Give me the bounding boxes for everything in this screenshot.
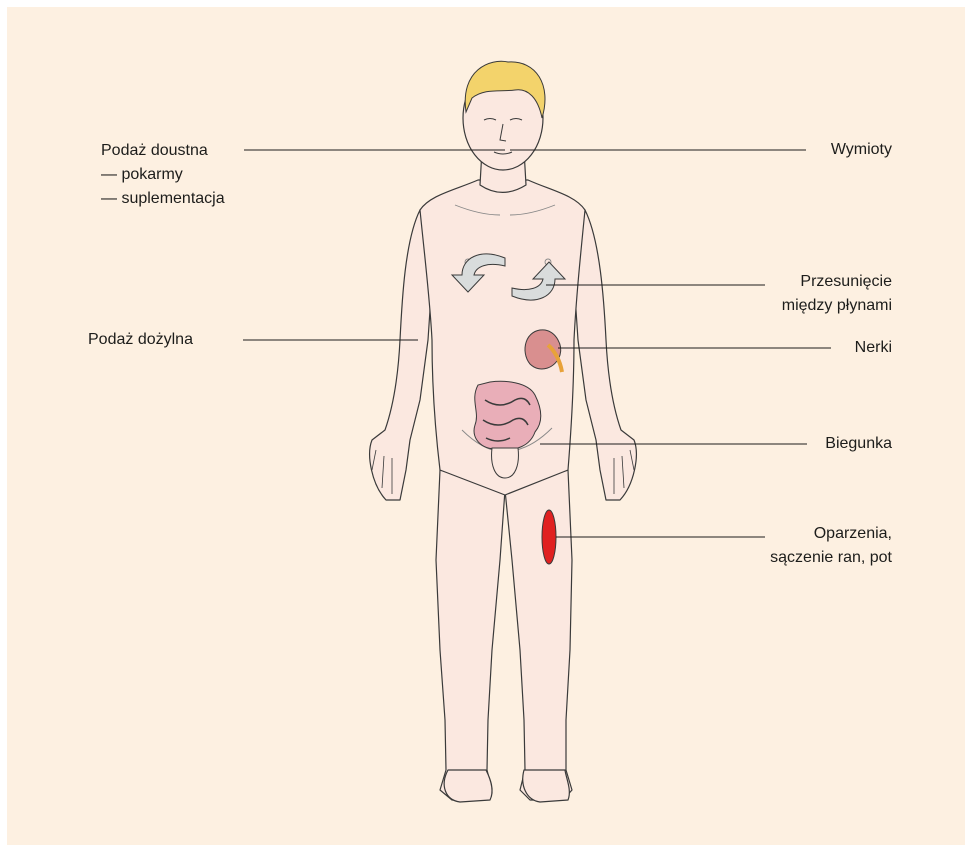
left-foot (444, 770, 492, 802)
label-fluid-shift-1: Przesunięcie (800, 271, 892, 293)
label-burns-2: sączenie ran, pot (770, 547, 892, 569)
left-leg (436, 470, 505, 800)
left-arm (370, 210, 432, 500)
label-oral-supplement: — suplementacja (101, 188, 225, 210)
burn-patch (542, 510, 556, 564)
intestines (474, 381, 541, 449)
label-vomiting: Wymioty (831, 139, 892, 161)
right-arm (574, 210, 636, 500)
label-diarrhea: Biegunka (825, 433, 892, 455)
label-oral-food: — pokarmy (101, 164, 183, 186)
label-burns-1: Oparzenia, (814, 523, 892, 545)
right-leg (505, 470, 572, 800)
label-kidneys: Nerki (855, 337, 892, 359)
right-foot (523, 770, 570, 802)
label-oral-intake: Podaż doustna (101, 140, 208, 162)
label-fluid-shift-2: między płynami (782, 295, 892, 317)
label-iv-intake: Podaż dożylna (88, 329, 193, 351)
